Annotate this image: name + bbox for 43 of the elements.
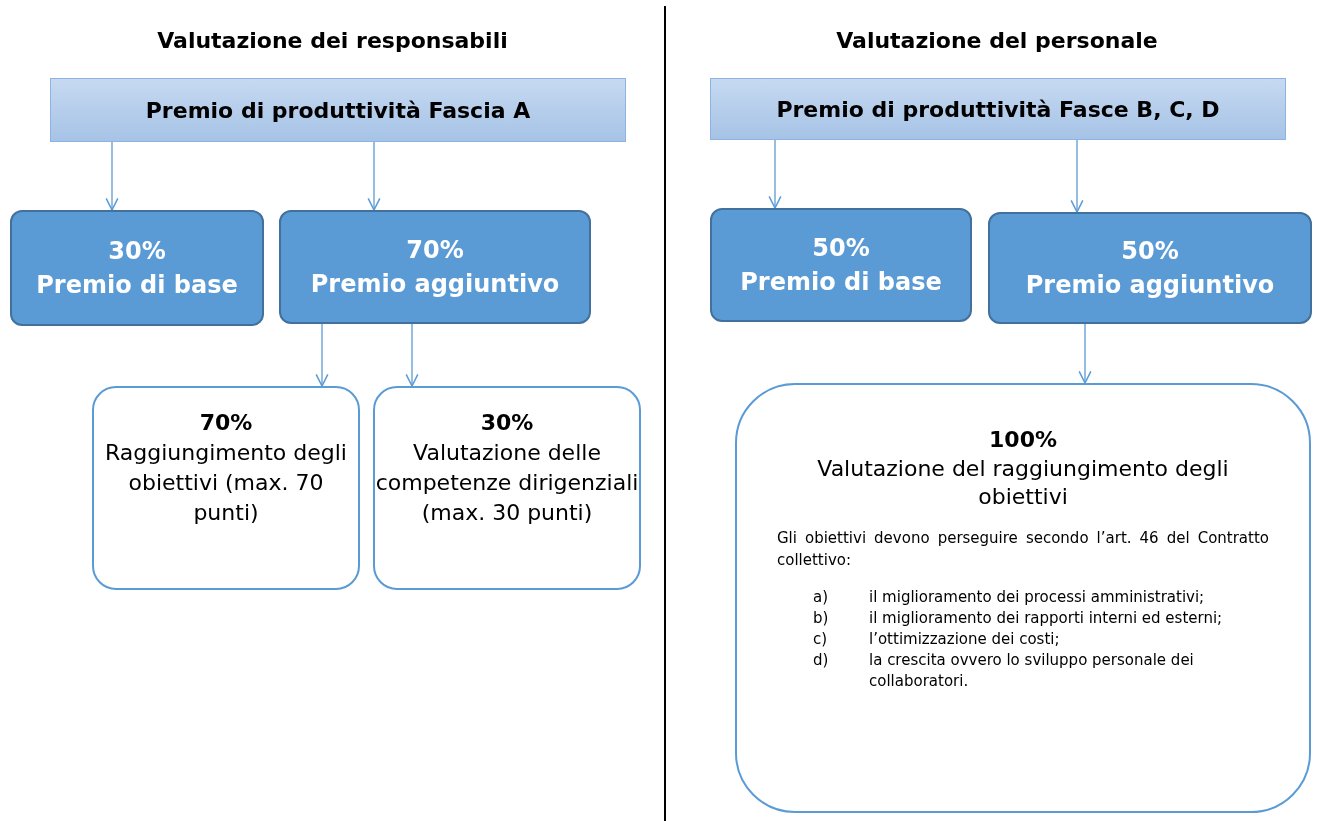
- process-box: [10, 210, 264, 326]
- box-title: Premio di produttività Fascia A: [145, 96, 531, 125]
- rounded-box: [373, 386, 641, 590]
- percentage: 30%: [480, 409, 534, 437]
- percentage: 70%: [406, 235, 464, 266]
- box-title: Premio di base: [36, 270, 238, 301]
- process-box: [279, 210, 591, 324]
- percentage: 50%: [812, 233, 870, 264]
- header-box: [50, 78, 626, 142]
- list-marker: c): [813, 629, 829, 650]
- description: Raggiungimento degli obiettivi (max. 70 punti): [104, 439, 348, 527]
- description: Valutazione delle competenze dirigenziali (max. 30 punti): [375, 439, 639, 527]
- description: Valutazione del raggiungimento degli obiettivi: [816, 455, 1230, 511]
- list-marker: d): [813, 650, 830, 671]
- arrow: [315, 323, 329, 387]
- arrow: [405, 323, 419, 387]
- percentage: 100%: [989, 426, 1057, 454]
- arrow: [1078, 323, 1092, 384]
- box-title: Premio di produttività Fasce B, C, D: [776, 95, 1220, 124]
- process-box: [988, 212, 1312, 324]
- percentage: 70%: [199, 409, 253, 437]
- arrow: [105, 141, 119, 211]
- percentage: 50%: [1121, 236, 1179, 267]
- arrow: [1070, 139, 1084, 213]
- box-title: Premio aggiuntivo: [310, 269, 560, 300]
- percentage: 30%: [108, 236, 166, 267]
- list-item: il miglioramento dei processi amministrativi;: [869, 587, 1206, 608]
- list-item: la crescita ovvero lo sviluppo personale dei collaboratori.: [869, 650, 1195, 692]
- section-heading: Valutazione dei responsabili: [157, 27, 508, 55]
- paragraph: Gli obiettivi devono perseguire secondo l’art. 46 del Contratto collettivo:: [776, 528, 1270, 571]
- list-item: l’ottimizzazione dei costi;: [869, 629, 1061, 650]
- list-marker: a): [813, 587, 830, 608]
- section-heading: Valutazione del personale: [836, 27, 1158, 55]
- process-box: [710, 208, 972, 322]
- arrow: [367, 141, 381, 211]
- box-title: Premio di base: [740, 267, 942, 298]
- arrow: [768, 139, 782, 209]
- list-item: il miglioramento dei rapporti interni ed esterni;: [869, 608, 1224, 629]
- box-title: Premio aggiuntivo: [1025, 270, 1275, 301]
- rounded-box: [92, 386, 360, 590]
- rounded-box: [735, 383, 1311, 813]
- list-marker: b): [813, 608, 830, 629]
- header-box: [710, 78, 1286, 140]
